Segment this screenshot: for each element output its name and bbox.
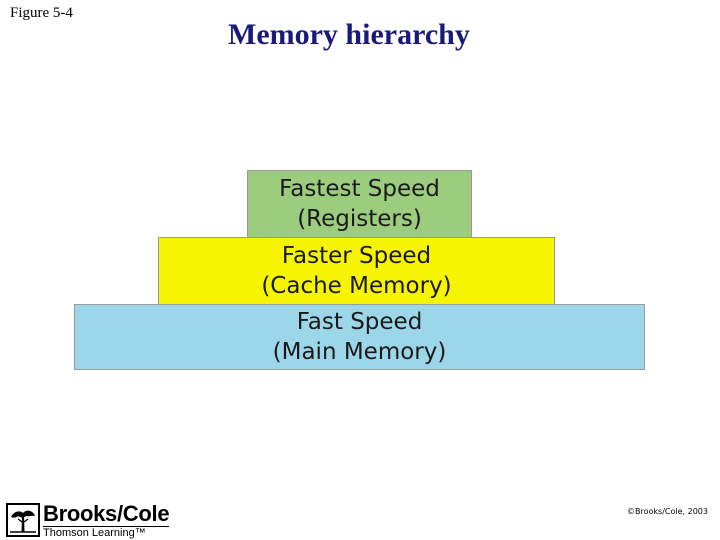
tier-main-memory: Fast Speed (Main Memory) xyxy=(74,304,645,370)
publisher-brand: Brooks/Cole xyxy=(43,501,170,526)
figure-label: Figure 5-4 xyxy=(10,5,73,21)
tier-speed-label: Fastest Speed xyxy=(279,176,440,202)
tier-memory-label: (Main Memory) xyxy=(272,339,447,365)
publisher-subtitle: Thomson Learning™ xyxy=(43,526,170,540)
tier-memory-label: (Registers) xyxy=(297,206,422,232)
page-title: Memory hierarchy xyxy=(228,18,470,51)
copyright-notice: ©Brooks/Cole, 2003 xyxy=(627,507,708,516)
publisher-logo: Brooks/Cole Thomson Learning™ xyxy=(6,501,170,540)
tier-speed-label: Fast Speed xyxy=(296,309,423,335)
tier-cache-memory: Faster Speed (Cache Memory) xyxy=(158,237,555,305)
tier-memory-label: (Cache Memory) xyxy=(261,273,452,299)
tier-registers: Fastest Speed (Registers) xyxy=(247,170,472,238)
tier-speed-label: Faster Speed xyxy=(281,243,432,269)
tree-icon xyxy=(6,503,40,537)
